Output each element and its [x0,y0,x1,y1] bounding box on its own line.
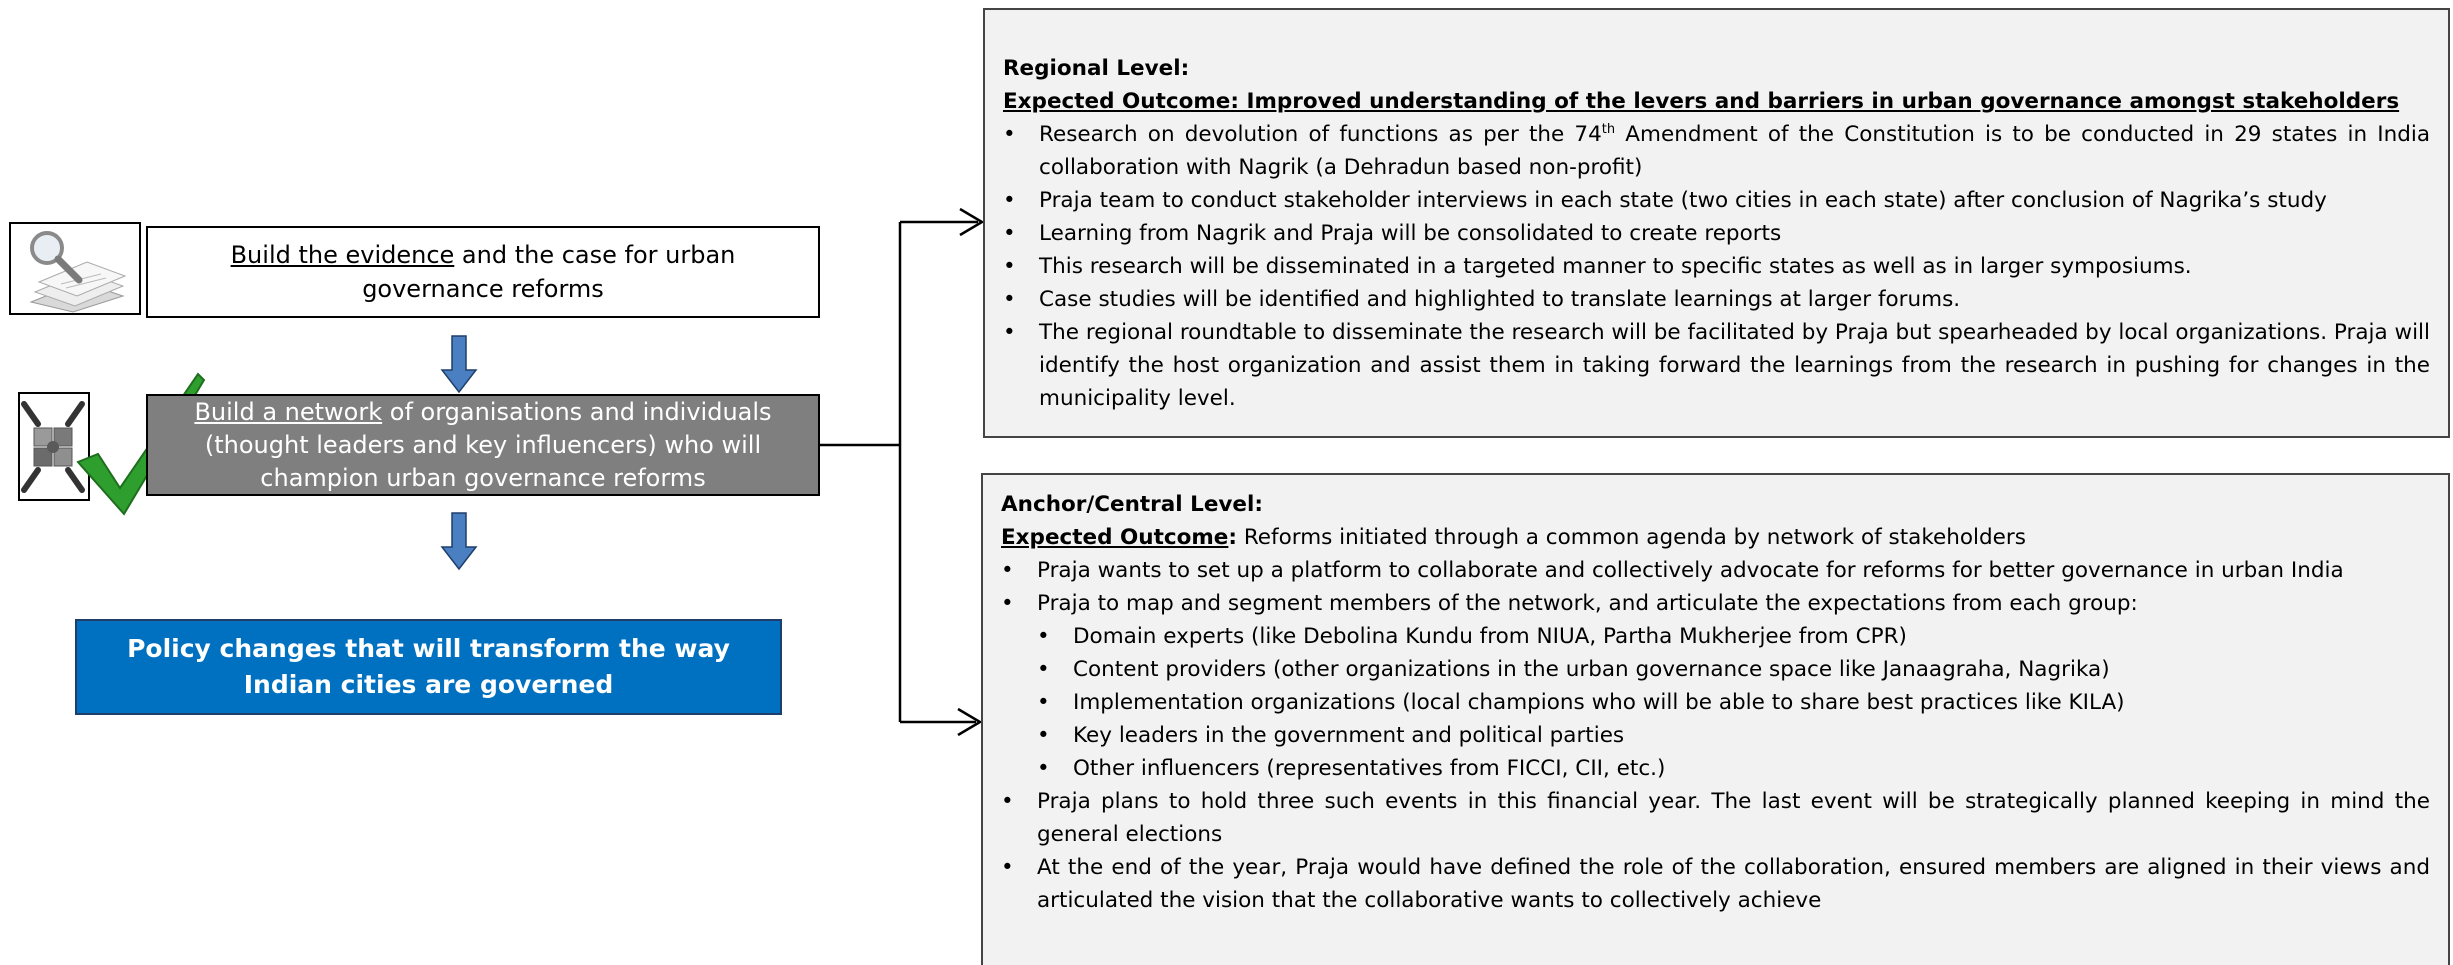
anchor-sub-bullet-text: Other influencers (representatives from … [1073,756,1666,781]
documents-magnifier-icon [9,222,141,315]
anchor-sub-bullet: • Content providers (other organizations… [1001,653,2430,686]
bullet-marker: • [1037,723,1050,748]
regional-bullet: • Case studies will be identified and hi… [1003,283,2430,316]
checkmark-icon [76,372,206,516]
regional-bullet-text: Case studies will be identified and high… [1039,287,1961,312]
regional-bullet: • Learning from Nagrik and Praja will be… [1003,217,2430,250]
down-arrow-1 [440,335,478,394]
anchor-outcome-label: Expected Outcome [1001,525,1229,550]
bullet-marker: • [1037,690,1050,715]
bullet-marker: • [1001,591,1014,616]
regional-bullet-text: Learning from Nagrik and Praja will be c… [1039,221,1782,246]
regional-bullet-text: Praja team to conduct stakeholder interv… [1039,188,2327,213]
anchor-bullet: • Praja wants to set up a platform to co… [1001,554,2430,587]
regional-bullet: • The regional roundtable to disseminate… [1003,316,2430,415]
regional-level-panel: Regional Level: Expected Outcome: Improv… [983,8,2450,438]
regional-bullet-text: This research will be disseminated in a … [1039,254,2192,279]
policy-changes-text: Policy changes that will transform the w… [127,634,730,699]
regional-bullet-text: The regional roundtable to disseminate t… [1039,320,2430,411]
build-evidence-rest: and the case for urban governance reform… [362,241,736,303]
anchor-level-panel: Anchor/Central Level: Expected Outcome: … [981,473,2450,965]
bullet-marker: • [1003,320,1016,345]
bracket-connector [820,207,985,737]
regional-bullet: • This research will be disseminated in … [1003,250,2430,283]
anchor-bullet: • Praja to map and segment members of th… [1001,587,2430,620]
regional-outcome: Expected Outcome: Improved understanding… [1003,89,2400,114]
anchor-outcome-colon: : [1228,525,1237,550]
bullet-marker: • [1001,558,1014,583]
anchor-sub-bullet-text: Key leaders in the government and politi… [1073,723,1625,748]
anchor-bullet: • Praja plans to hold three such events … [1001,785,2430,851]
regional-bullet: • Research on devolution of functions as… [1003,118,2430,184]
bullet-marker: • [1003,221,1016,246]
puzzle-hands-icon [18,392,90,501]
bullet-marker: • [1001,855,1014,880]
anchor-heading: Anchor/Central Level: [1001,492,1263,517]
anchor-bullet-text: Praja plans to hold three such events in… [1037,789,2430,847]
anchor-outcome: Expected Outcome: Reforms initiated thro… [1001,521,2430,554]
bullet-marker: • [1003,287,1016,312]
anchor-sub-bullet: • Key leaders in the government and poli… [1001,719,2430,752]
bullet-marker: • [1001,789,1014,814]
build-network-box: Build a network of organisations and ind… [146,394,820,496]
bullet-marker: • [1003,122,1016,147]
bullet-marker: • [1003,254,1016,279]
bullet-text-post: Amendment of the Constitution is to be c… [1039,122,2431,180]
build-network-underlined: Build a network [194,397,383,426]
bullet-text-pre: Research on devolution of functions as p… [1039,122,1602,147]
regional-heading: Regional Level: [1003,56,1190,81]
down-arrow-2 [440,512,478,571]
anchor-sub-bullet-text: Content providers (other organizations i… [1073,657,2110,682]
anchor-sub-bullet: • Domain experts (like Debolina Kundu fr… [1001,620,2430,653]
build-evidence-text: Build the evidence and the case for urba… [178,238,788,306]
bullet-marker: • [1037,756,1050,781]
bullet-marker: • [1037,657,1050,682]
anchor-outcome-text: Reforms initiated through a common agend… [1236,525,2026,550]
build-evidence-box: Build the evidence and the case for urba… [146,226,820,318]
anchor-sub-bullet: • Implementation organizations (local ch… [1001,686,2430,719]
build-network-text: Build a network of organisations and ind… [188,396,778,495]
bullet-marker: • [1003,188,1016,213]
anchor-sub-bullet: • Other influencers (representatives fro… [1001,752,2430,785]
anchor-bullet-text: At the end of the year, Praja would have… [1037,855,2430,913]
anchor-bullet-text: Praja to map and segment members of the … [1037,591,2138,616]
regional-bullet-text: Research on devolution of functions as p… [1039,118,2430,184]
bullet-text-sup: th [1601,121,1616,137]
anchor-sub-bullet-text: Implementation organizations (local cham… [1073,690,2125,715]
policy-changes-box: Policy changes that will transform the w… [75,619,782,715]
anchor-bullet-text: Praja wants to set up a platform to coll… [1037,558,2344,583]
anchor-bullet: • At the end of the year, Praja would ha… [1001,851,2430,917]
build-network-rest: of organisations and individuals (though… [204,397,772,492]
bullet-marker: • [1037,624,1050,649]
regional-bullet: • Praja team to conduct stakeholder inte… [1003,184,2430,217]
build-evidence-underlined: Build the evidence [230,241,455,269]
anchor-sub-bullet-text: Domain experts (like Debolina Kundu from… [1073,624,1907,649]
